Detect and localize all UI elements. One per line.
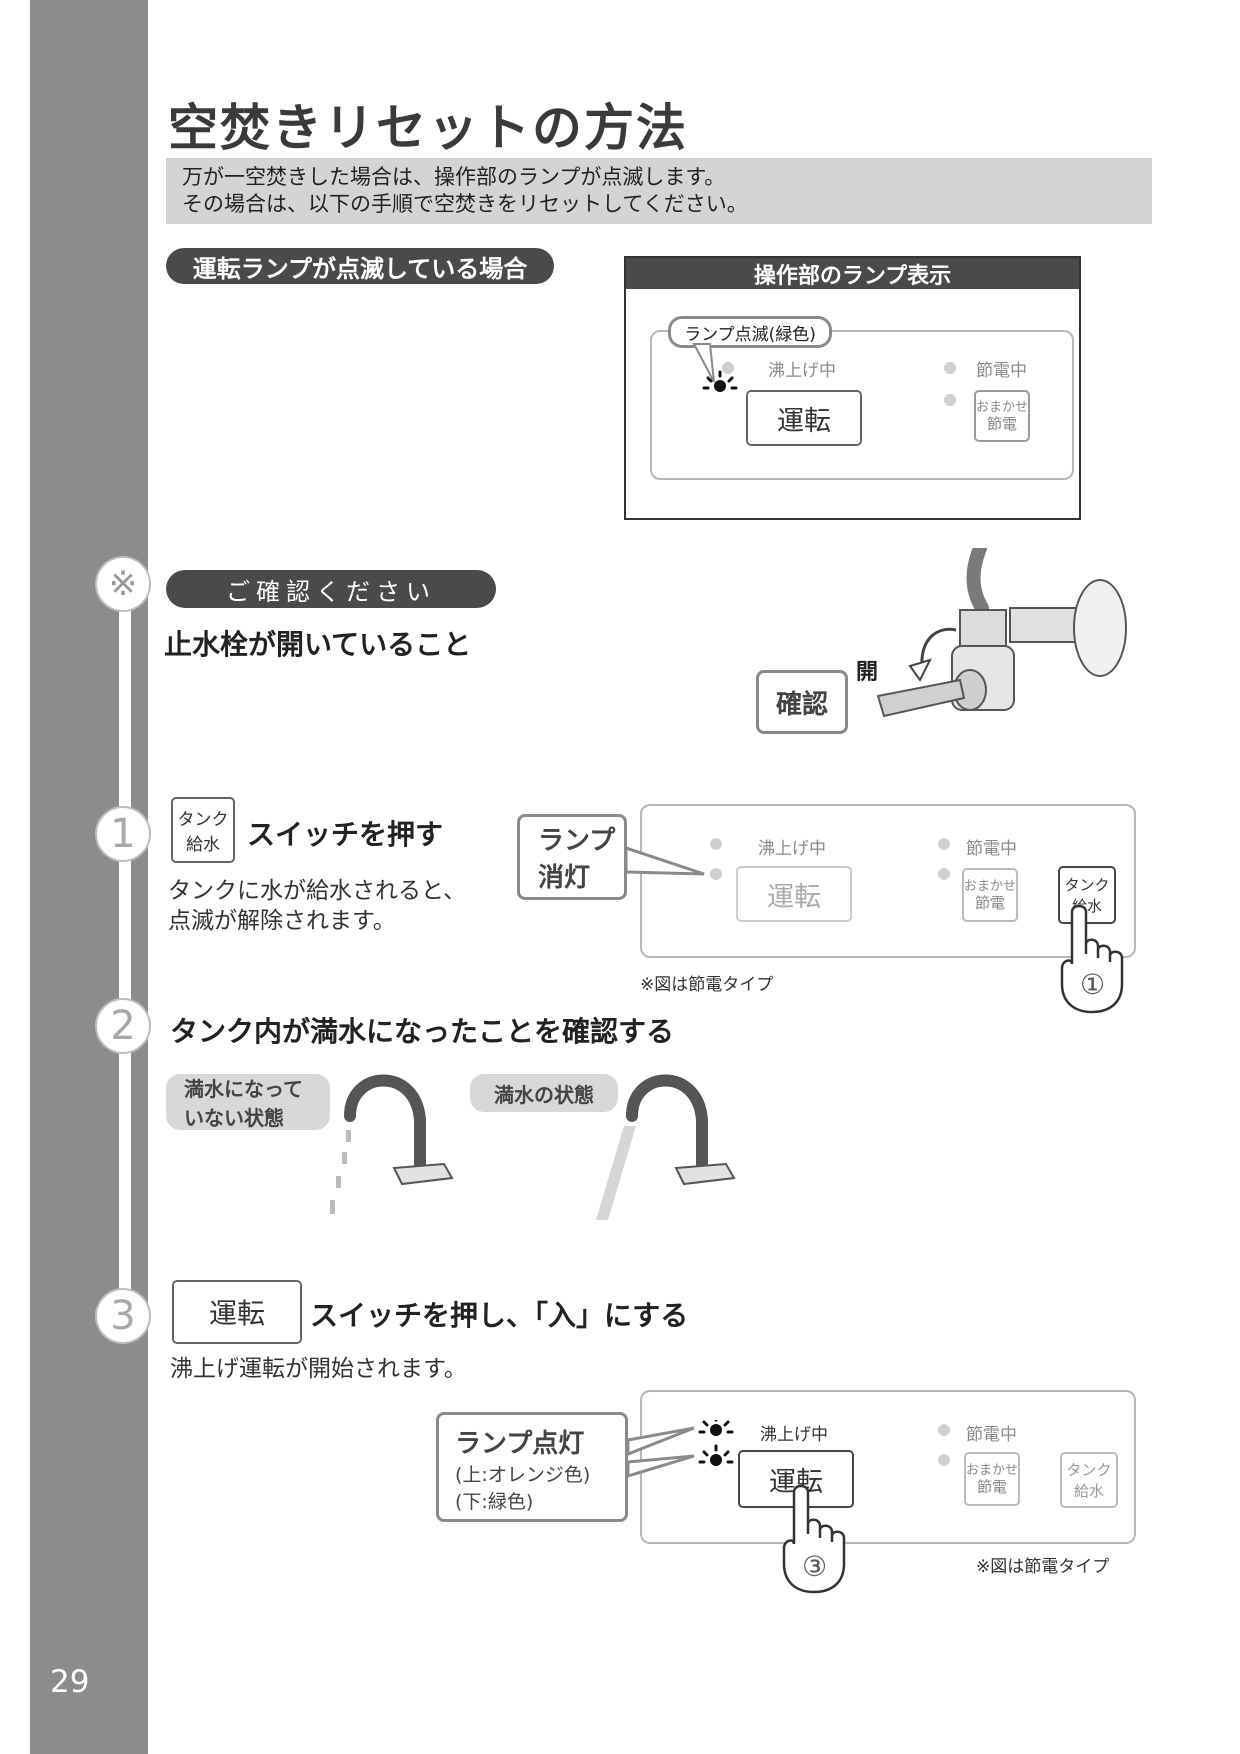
intro-line-2: その場合は、以下の手順で空焚きをリセットしてください。 <box>182 192 748 216</box>
step-2-number: 2 <box>95 998 151 1054</box>
lamp-boiling-dot <box>710 838 722 850</box>
intro-line-1: 万が一空焚きした場合は、操作部のランプが点滅します。 <box>182 165 726 189</box>
lamp-saving-dot <box>944 362 956 374</box>
step-2-heading: タンク内が満水になったことを確認する <box>170 1015 675 1048</box>
lamp-off-callout: ランプ 消灯 <box>517 814 627 900</box>
not-full-faucet-icon <box>330 1074 454 1214</box>
pressing-finger-icon <box>782 1484 846 1594</box>
step-1-finger-number: ① <box>1080 968 1106 1001</box>
full-faucet-icon <box>596 1074 736 1220</box>
lamp-off-pointer <box>626 846 705 876</box>
open-label: 開 <box>856 660 879 685</box>
confirm-pill: ご確認ください <box>166 570 496 608</box>
intro-box: 万が一空焚きした場合は、操作部のランプが点滅します。 その場合は、以下の手順で空… <box>166 158 1152 224</box>
tank-supply-icon: タンク 給水 <box>171 797 235 863</box>
lamp-saving-dot <box>938 1424 950 1436</box>
omakase-saving-button[interactable]: おまかせ 節電 <box>974 390 1030 442</box>
lamp-saving-dot <box>938 838 950 850</box>
blink-callout: ランプ点滅(緑色) <box>668 316 832 348</box>
step-3-note: ※図は節電タイプ <box>976 1557 1110 1577</box>
confirm-mark: ※ <box>95 556 151 612</box>
tank-supply-button[interactable]: タンク 給水 <box>1060 1452 1118 1508</box>
step-1-note: ※図は節電タイプ <box>640 975 774 995</box>
label-saving: 節電中 <box>976 361 1027 381</box>
step-1-number: 1 <box>95 806 151 862</box>
lamp-on-pointer <box>626 1420 734 1479</box>
confirm-text: 止水栓が開いていること <box>164 628 472 661</box>
step-3-description: 沸上げ運転が開始されます。 <box>170 1356 467 1382</box>
stop-valve-illustration <box>876 548 1127 718</box>
lamp-display-box: 操作部のランプ表示 ランプ点滅(緑色) 沸上げ中 節電中 運転 おまかせ 節電 <box>624 256 1081 520</box>
run-button[interactable]: 運転 <box>736 866 852 922</box>
step-3-panel <box>640 1390 1136 1544</box>
step-3-number: 3 <box>95 1288 151 1344</box>
not-full-label: 満水になって いない状態 <box>166 1074 330 1130</box>
page-title: 空焚きリセットの方法 <box>168 99 688 157</box>
step-1-description: タンクに水が給水されると、 点滅が解除されます。 <box>168 878 467 934</box>
lamp-omakase-dot <box>944 394 956 406</box>
check-callout: 確認 <box>756 670 848 734</box>
label-saving: 節電中 <box>966 839 1017 859</box>
lamp-omakase-dot <box>938 868 950 880</box>
step-3-finger-number: ③ <box>802 1550 828 1583</box>
label-boiling: 沸上げ中 <box>768 361 836 381</box>
step-3-heading: スイッチを押し、「入」にする <box>310 1299 689 1332</box>
step-timeline <box>119 585 131 1315</box>
lamp-display-header: 操作部のランプ表示 <box>626 258 1079 289</box>
full-label: 満水の状態 <box>470 1074 618 1112</box>
run-switch-icon: 運転 <box>172 1280 302 1344</box>
omakase-saving-button[interactable]: おまかせ 節電 <box>964 1452 1020 1506</box>
label-saving: 節電中 <box>966 1425 1017 1445</box>
omakase-saving-button[interactable]: おまかせ 節電 <box>962 868 1018 922</box>
lamp-on-callout: ランプ点灯 (上:オレンジ色) (下:緑色) <box>436 1412 628 1522</box>
lamp-boiling-dot <box>722 362 734 374</box>
run-button[interactable]: 運転 <box>746 390 862 446</box>
step-1-heading: スイッチを押す <box>247 818 444 851</box>
label-boiling: 沸上げ中 <box>760 1425 828 1445</box>
pressing-finger-icon <box>1060 904 1124 1014</box>
step-1-panel <box>640 804 1136 958</box>
label-boiling: 沸上げ中 <box>758 839 826 859</box>
lamp-run-dot <box>710 868 722 880</box>
page-number: 29 <box>50 1664 90 1700</box>
lamp-omakase-dot <box>938 1454 950 1466</box>
blink-lamp-icon <box>692 343 738 392</box>
case-label: 運転ランプが点滅している場合 <box>166 248 554 284</box>
